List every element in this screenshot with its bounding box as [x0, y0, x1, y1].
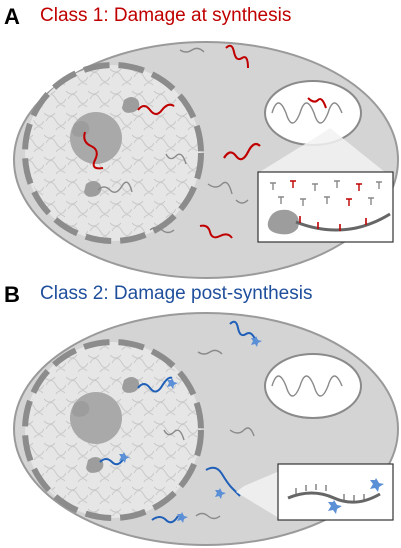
rna-strand-gray: [207, 181, 233, 195]
rna-strand-gray: [195, 512, 221, 520]
panel-b-diagram: [13, 312, 399, 546]
nucleolus-b: [70, 392, 122, 444]
rna-strand-red: [137, 103, 175, 115]
rna-strand-gray: [163, 429, 185, 441]
rna-strand-gray: [235, 199, 249, 204]
damaged-bases: [299, 216, 367, 231]
nuclear-envelope-a: [22, 62, 204, 244]
polymerase-b3: [86, 457, 104, 473]
rna-strand-blue: [229, 320, 257, 343]
polymerase-b2: [72, 401, 90, 417]
polymerase-a1: [122, 97, 140, 113]
polymerase-inset-a: [267, 209, 299, 235]
polymerase-a3: [84, 181, 102, 197]
rna-strand-gray: [165, 153, 187, 165]
panel-b-title: Class 2: Damage post-synthesis: [40, 283, 313, 304]
rna-strand-blue: [99, 457, 125, 466]
rna-strand-gray: [179, 47, 205, 53]
rna-strand-gray: [97, 181, 133, 193]
rna-strand-red: [199, 224, 233, 239]
panel-a-diagram: [13, 41, 399, 279]
panel-a-title: Class 1: Damage at synthesis: [40, 5, 292, 26]
polymerase-b1: [122, 377, 140, 393]
mitochondrion-a: [264, 80, 362, 146]
rna-strand-red: [223, 142, 261, 161]
mitochondrion-b: [264, 353, 362, 419]
rna-inset-a: [295, 212, 391, 232]
rna-strand-red: [83, 131, 104, 170]
rna-strand-red: [225, 44, 249, 69]
zoom-beam-b: [236, 470, 282, 520]
rna-strand-gray: [229, 427, 255, 437]
panel-b-letter: B: [4, 282, 20, 307]
rna-strand-blue: [151, 515, 179, 524]
damage-marker-icon: [119, 336, 262, 523]
rna-strand-gray: [197, 349, 223, 355]
panel-a-letter: A: [4, 4, 20, 29]
zoom-beam-a: [258, 128, 386, 173]
damage-marker-icon: [328, 478, 384, 514]
free-nucleotides: [270, 180, 382, 206]
rna-inset-bases: [295, 484, 365, 501]
rna-strand-gray: [149, 226, 175, 234]
rna-inset-b: [287, 491, 381, 504]
nuclear-envelope-b: [22, 339, 204, 521]
rna-strand-blue: [137, 376, 173, 393]
